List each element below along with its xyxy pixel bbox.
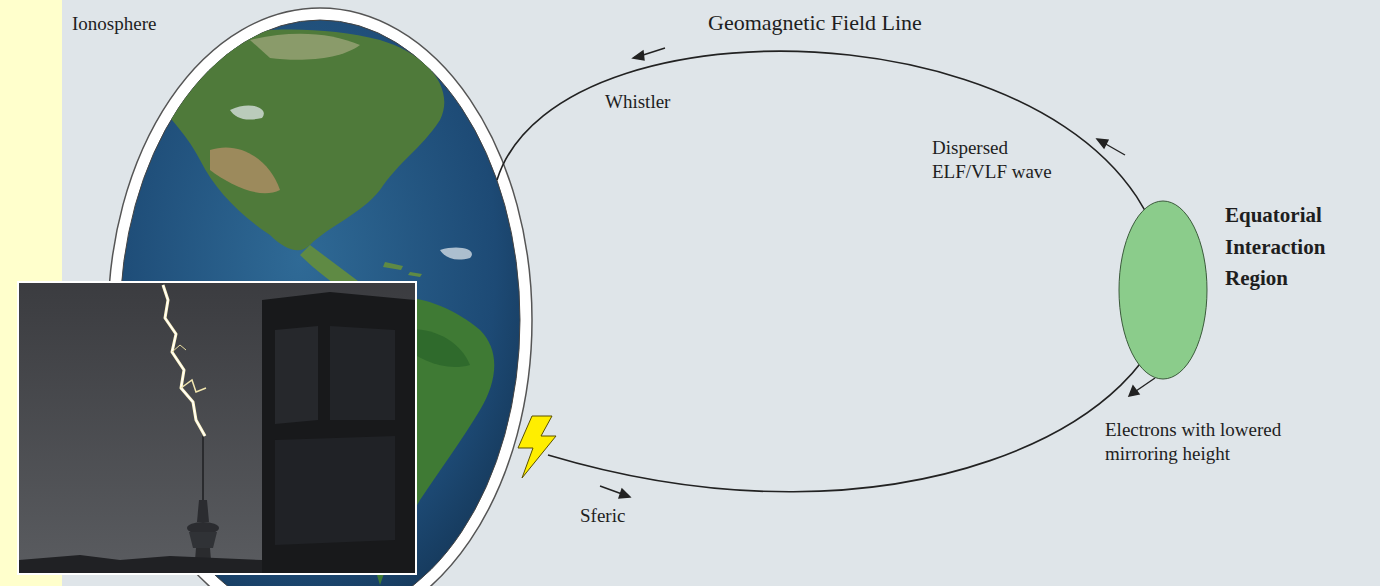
direction-arrows [600,48,1155,498]
wave-label: Dispersed ELF/VLF wave [932,136,1072,184]
lightning-photo [17,281,417,575]
interaction-region: Equatorial Interaction Region [1118,200,1368,380]
lightning-bolt [518,416,556,478]
field-line [497,51,1168,492]
region-label: Ionosphere [72,12,156,36]
region-ellipse [1118,200,1208,380]
region-heading: Equatorial Interaction Region [1225,200,1365,295]
electron-label: Electrons with lowered mirroring height [1105,418,1320,466]
wave-label: Sferic [580,504,625,528]
wave-label: Whistler [605,90,670,114]
field-line-title: Geomagnetic Field Line [708,9,922,37]
